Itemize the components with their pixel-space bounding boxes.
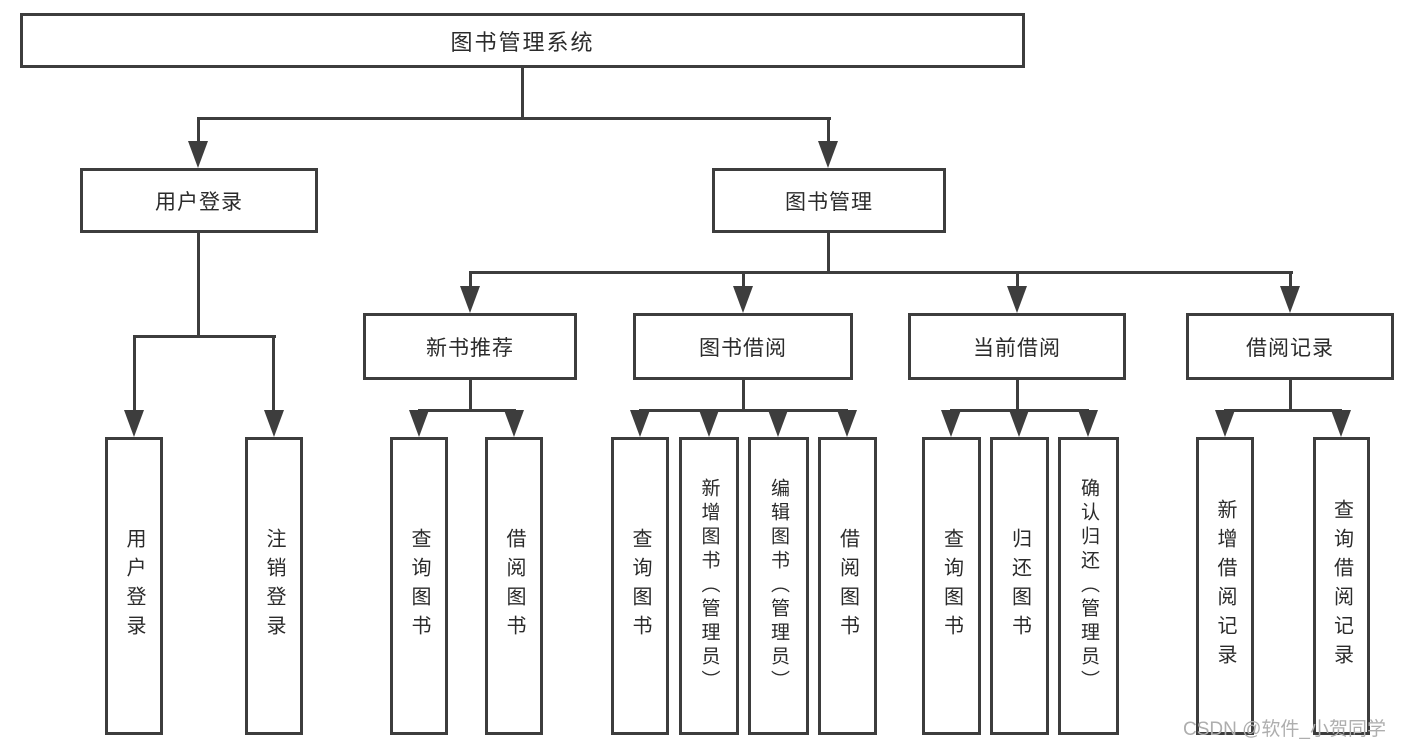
leaf-cb-query-books: 查询图书 [922, 437, 981, 735]
arrow-down-icon [188, 141, 208, 168]
leaf-br-add-record-label: 新增借阅记录 [1214, 499, 1236, 673]
leaf-user-login-label: 用户登录 [123, 528, 145, 644]
connector-line [1289, 380, 1292, 411]
node-current-borrowing: 当前借阅 [908, 313, 1126, 380]
node-borrowing-records: 借阅记录 [1186, 313, 1394, 380]
connector-line [133, 335, 276, 338]
leaf-logout: 注销登录 [245, 437, 303, 735]
arrow-down-icon [1078, 410, 1098, 437]
connector-line [197, 117, 200, 143]
node-borrowing-records-label: 借阅记录 [1246, 336, 1334, 360]
arrow-down-icon [1280, 286, 1300, 313]
leaf-nr-borrow-books: 借阅图书 [485, 437, 543, 735]
leaf-logout-label: 注销登录 [263, 528, 285, 644]
connector-line [521, 68, 524, 120]
node-book-management: 图书管理 [712, 168, 946, 233]
arrow-down-icon [460, 286, 480, 313]
connector-line [639, 409, 848, 412]
arrow-down-icon [818, 141, 838, 168]
connector-line [469, 380, 472, 411]
connector-line [1289, 271, 1292, 288]
connector-line [197, 233, 200, 337]
leaf-bb-borrow-books: 借阅图书 [818, 437, 877, 735]
arrow-down-icon [630, 410, 650, 437]
leaf-cb-confirm-return-admin-label: 确认归还（管理员） [1078, 478, 1099, 694]
leaf-bb-add-books-admin: 新增图书（管理员） [679, 437, 739, 735]
connector-line [1016, 380, 1019, 411]
node-new-book-recommend-label: 新书推荐 [426, 336, 514, 360]
node-book-borrowing: 图书借阅 [633, 313, 853, 380]
arrow-down-icon [1215, 410, 1235, 437]
arrow-down-icon [733, 286, 753, 313]
node-root: 图书管理系统 [20, 13, 1025, 68]
connector-line [469, 271, 472, 288]
arrow-down-icon [1007, 286, 1027, 313]
leaf-bb-query-books: 查询图书 [611, 437, 669, 735]
leaf-br-add-record: 新增借阅记录 [1196, 437, 1254, 735]
connector-line [469, 271, 1293, 274]
arrow-down-icon [504, 410, 524, 437]
connector-line [742, 271, 745, 288]
watermark-text: CSDN @软件_小贺同学 [1183, 719, 1386, 740]
leaf-br-query-record-label: 查询借阅记录 [1330, 499, 1353, 673]
arrow-down-icon [1331, 410, 1351, 437]
node-book-management-label: 图书管理 [785, 190, 873, 214]
leaf-cb-return-books-label: 归还图书 [1008, 528, 1031, 644]
leaf-bb-add-books-admin-label: 新增图书（管理员） [698, 478, 720, 694]
connector-line [133, 335, 136, 413]
leaf-bb-query-books-label: 查询图书 [629, 528, 651, 644]
leaf-cb-confirm-return-admin: 确认归还（管理员） [1058, 437, 1119, 735]
arrow-down-icon [1009, 410, 1029, 437]
connector-line [1016, 271, 1019, 288]
arrow-down-icon [264, 410, 284, 437]
connector-line [827, 117, 830, 143]
leaf-bb-edit-books-admin-label: 编辑图书（管理员） [768, 478, 789, 694]
connector-line [197, 117, 831, 120]
leaf-bb-edit-books-admin: 编辑图书（管理员） [748, 437, 809, 735]
leaf-nr-borrow-books-label: 借阅图书 [503, 528, 525, 644]
node-user-login: 用户登录 [80, 168, 318, 233]
connector-line [272, 335, 275, 413]
leaf-bb-borrow-books-label: 借阅图书 [836, 528, 859, 644]
leaf-user-login: 用户登录 [105, 437, 163, 735]
leaf-nr-query-books: 查询图书 [390, 437, 448, 735]
leaf-br-query-record: 查询借阅记录 [1313, 437, 1370, 735]
connector-line [742, 380, 745, 411]
arrow-down-icon [699, 410, 719, 437]
connector-line [827, 233, 830, 273]
node-user-login-label: 用户登录 [155, 190, 243, 214]
arrow-down-icon [941, 410, 961, 437]
node-new-book-recommend: 新书推荐 [363, 313, 577, 380]
node-root-label: 图书管理系统 [450, 29, 595, 55]
arrow-down-icon [409, 410, 429, 437]
connector-line [418, 409, 516, 412]
arrow-down-icon [837, 410, 857, 437]
connector-line [1224, 409, 1342, 412]
leaf-cb-return-books: 归还图书 [990, 437, 1049, 735]
leaf-nr-query-books-label: 查询图书 [408, 528, 430, 644]
arrow-down-icon [124, 410, 144, 437]
node-book-borrowing-label: 图书借阅 [699, 336, 787, 360]
arrow-down-icon [768, 410, 788, 437]
node-current-borrowing-label: 当前借阅 [973, 336, 1061, 360]
leaf-cb-query-books-label: 查询图书 [940, 528, 963, 644]
